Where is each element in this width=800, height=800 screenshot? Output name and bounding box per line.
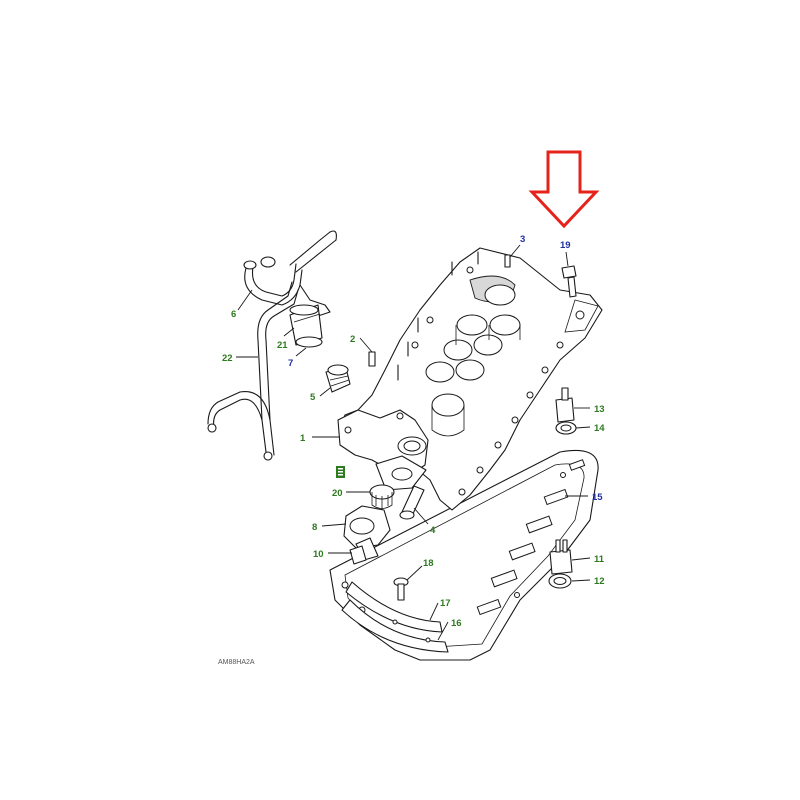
callout-labels: 1 2 3 4 5 6 7 8 10 11 12 13 14 15 16 17 …: [222, 234, 605, 629]
callout-4: 4: [430, 525, 436, 536]
callout-1: 1: [300, 433, 306, 444]
callout-12: 12: [594, 576, 605, 587]
callout-18: 18: [423, 558, 434, 569]
bolt-4: [399, 485, 425, 520]
sensor-13: [555, 387, 575, 423]
stud-3: [504, 254, 511, 268]
intake-manifold: [337, 247, 603, 511]
callout-19: 19: [560, 240, 571, 251]
callout-7: 7: [288, 358, 293, 369]
washer-14: [555, 421, 577, 435]
callout-14: 14: [594, 423, 605, 434]
sensor-10: [349, 545, 367, 565]
callout-22: 22: [222, 353, 233, 364]
callout-20: 20: [332, 488, 343, 499]
diagram-reference-code: AM88HA2A: [218, 659, 255, 666]
highlight-arrow: [528, 150, 600, 229]
callout-13: 13: [594, 404, 605, 415]
callout-9-badge: [336, 466, 345, 478]
bolt-19: [561, 265, 577, 298]
callout-6: 6: [231, 309, 236, 320]
coolant-pipe-assembly: [207, 230, 337, 461]
callout-11: 11: [594, 554, 605, 565]
leader-lines: [236, 244, 591, 641]
plug-5: [325, 364, 351, 393]
thermostat-20: [369, 484, 395, 509]
callout-5: 5: [310, 392, 316, 403]
callout-15: 15: [592, 492, 603, 503]
gasket-strips: [341, 581, 449, 653]
washer-12: [548, 573, 572, 589]
stud-2: [368, 351, 376, 367]
bolt-18: [393, 577, 409, 601]
callout-3: 3: [520, 234, 525, 245]
callout-21: 21: [277, 340, 288, 351]
callout-10: 10: [313, 549, 324, 560]
callout-16: 16: [451, 618, 462, 629]
callout-2: 2: [350, 334, 355, 345]
callout-17: 17: [440, 598, 451, 609]
sensor-11: [549, 539, 573, 575]
callout-8: 8: [312, 522, 317, 533]
